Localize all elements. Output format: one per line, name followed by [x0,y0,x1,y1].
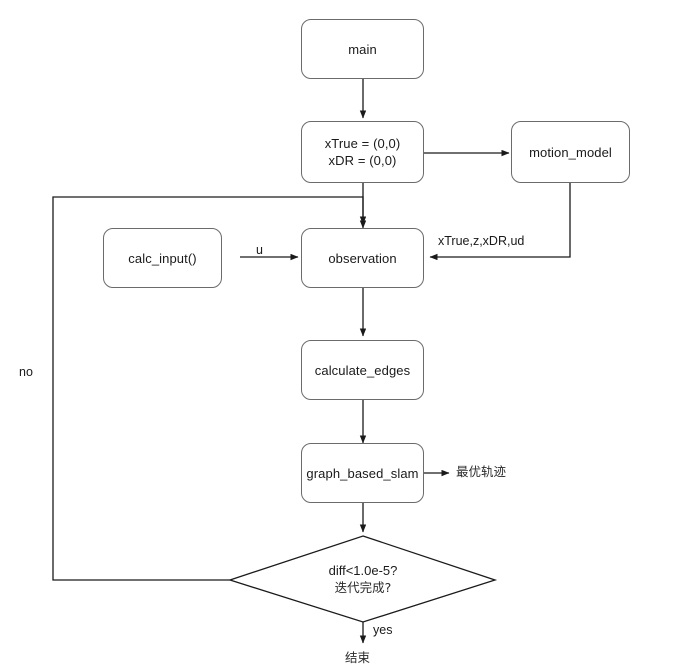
node-main[interactable]: main [301,19,424,79]
node-motion-model[interactable]: motion_model [511,121,630,183]
terminal-end: 结束 [345,651,370,665]
node-calc-input[interactable]: calc_input() [103,228,222,288]
node-observation[interactable]: observation [301,228,424,288]
node-main-label: main [348,41,377,57]
edge-label-no: no [19,365,33,379]
node-calculate-edges[interactable]: calculate_edges [301,340,424,400]
node-calc-input-label: calc_input() [128,250,197,266]
decision-label-line1: diff<1.0e-5? [328,563,398,578]
edge-label-observation-inputs-text: xTrue,z,xDR,ud [438,234,525,248]
edge-label-yes-text: yes [373,623,393,637]
node-init-label-line2: xDR = (0,0) [328,153,397,168]
node-init-label-line1: xTrue = (0,0) [324,136,401,151]
decision-label: diff<1.0e-5? 迭代完成? [283,562,443,596]
node-graph-based-slam-label: graph_based_slam [306,465,419,481]
node-graph-based-slam[interactable]: graph_based_slam [301,443,424,503]
node-observation-label: observation [328,250,397,266]
node-motion-model-label: motion_model [529,144,612,160]
edge-label-optimal-trajectory-text: 最优轨迹 [456,464,507,479]
edge-label-optimal-trajectory: 最优轨迹 [456,465,506,479]
edge-label-yes: yes [373,623,392,637]
edge-label-u: u [256,243,263,257]
edge-label-no-text: no [19,365,33,379]
node-calculate-edges-label: calculate_edges [314,362,411,378]
edge-label-u-text: u [256,243,263,257]
terminal-end-text: 结束 [345,650,371,665]
edge-label-observation-inputs: xTrue,z,xDR,ud [438,234,524,248]
decision-label-line2: 迭代完成? [334,580,392,595]
node-init[interactable]: xTrue = (0,0) xDR = (0,0) [301,121,424,183]
